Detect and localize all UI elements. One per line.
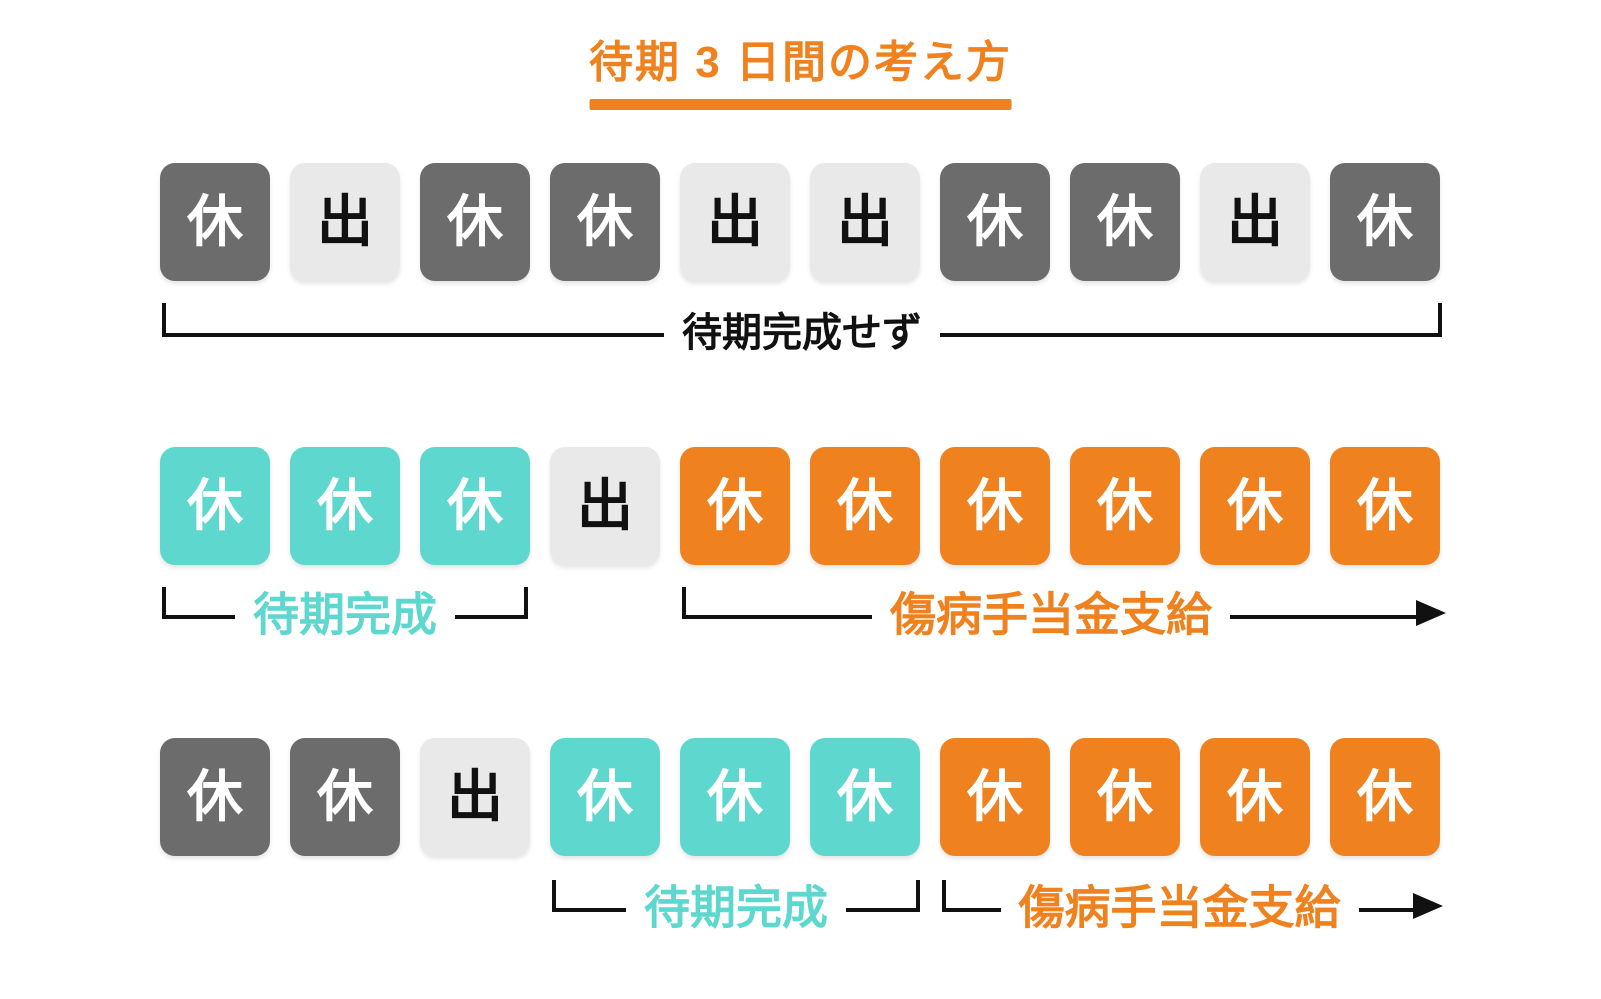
day-cell-rest: 休 xyxy=(1070,163,1180,281)
day-cell-rest: 休 xyxy=(1330,163,1440,281)
day-cell-rest: 休 xyxy=(1200,447,1310,565)
bracket-waiting-completed-row2: 待期完成 xyxy=(162,587,528,642)
day-cell-rest: 休 xyxy=(550,738,660,856)
day-cell-rest: 休 xyxy=(680,738,790,856)
day-cell-rest: 休 xyxy=(160,447,270,565)
day-cell-rest: 休 xyxy=(1200,738,1310,856)
day-cell-rest: 休 xyxy=(940,447,1050,565)
bracket-waiting-completed-row3: 待期完成 xyxy=(552,880,920,935)
label-waiting-completed-row3: 待期完成 xyxy=(626,881,846,935)
day-cell-work: 出 xyxy=(420,738,530,856)
day-row-3: 休休出休休休休休休休 xyxy=(160,738,1440,856)
day-cell-work: 出 xyxy=(810,163,920,281)
day-cell-rest: 休 xyxy=(1330,738,1440,856)
page-title: 待期 3 日間の考え方 xyxy=(589,26,1012,110)
arrow-right-icon xyxy=(1416,600,1446,626)
day-cell-rest: 休 xyxy=(290,447,400,565)
day-cell-rest: 休 xyxy=(1070,738,1180,856)
day-row-2: 休休休出休休休休休休 xyxy=(160,447,1440,565)
label-waiting-completed-row2: 待期完成 xyxy=(235,588,455,642)
day-cell-work: 出 xyxy=(550,447,660,565)
title-underline xyxy=(589,99,1012,110)
day-cell-rest: 休 xyxy=(290,738,400,856)
day-cell-rest: 休 xyxy=(550,163,660,281)
day-cell-rest: 休 xyxy=(420,447,530,565)
label-benefit-row3: 傷病手当金支給 xyxy=(1000,881,1359,935)
day-cell-rest: 休 xyxy=(940,738,1050,856)
day-cell-rest: 休 xyxy=(810,447,920,565)
arrow-right-icon xyxy=(1413,893,1443,919)
day-cell-work: 出 xyxy=(290,163,400,281)
bracket-waiting-not-completed: 待期完成せず xyxy=(162,303,1442,356)
bracket-benefit-row2: 傷病手当金支給 xyxy=(682,587,1446,642)
day-cell-rest: 休 xyxy=(1070,447,1180,565)
day-cell-rest: 休 xyxy=(420,163,530,281)
day-cell-rest: 休 xyxy=(810,738,920,856)
day-cell-work: 出 xyxy=(680,163,790,281)
day-cell-rest: 休 xyxy=(1330,447,1440,565)
bracket-benefit-row3: 傷病手当金支給 xyxy=(942,880,1443,935)
page-title-text: 待期 3 日間の考え方 xyxy=(589,38,1012,87)
day-cell-work: 出 xyxy=(1200,163,1310,281)
day-cell-rest: 休 xyxy=(940,163,1050,281)
day-cell-rest: 休 xyxy=(160,163,270,281)
day-row-1: 休出休休出出休休出休 xyxy=(160,163,1440,281)
day-cell-rest: 休 xyxy=(160,738,270,856)
label-waiting-not-completed: 待期完成せず xyxy=(664,310,940,356)
day-cell-rest: 休 xyxy=(680,447,790,565)
label-benefit-row2: 傷病手当金支給 xyxy=(872,588,1230,642)
